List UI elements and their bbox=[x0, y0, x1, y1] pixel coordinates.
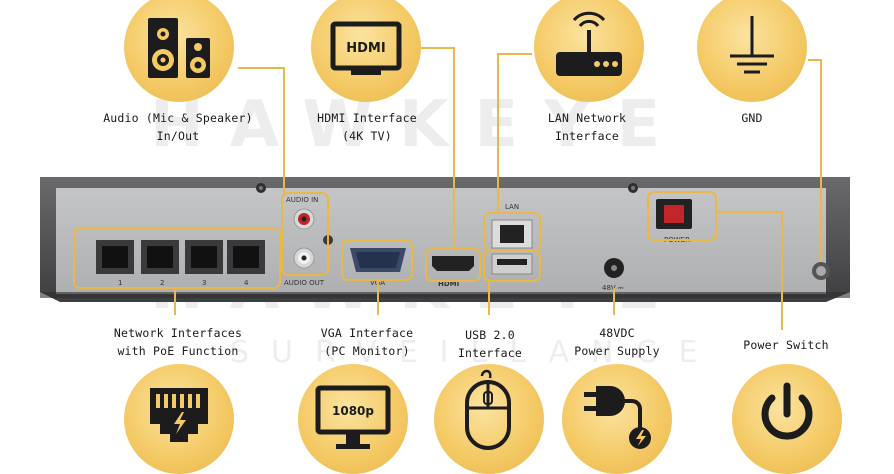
usb-label-line2: Interface bbox=[457, 346, 523, 360]
power-supply-label-line2: Power Supply bbox=[574, 344, 660, 358]
vga-label-line2: (PC Monitor) bbox=[324, 344, 410, 358]
hdmi-callout-label: HDMI Interface (4K TV) bbox=[300, 109, 434, 145]
hdmi-label-line2: (4K TV) bbox=[342, 129, 392, 143]
lan-callout-label: LAN Network Interface bbox=[524, 109, 650, 145]
power-supply-icon-circle bbox=[562, 364, 672, 474]
power-switch-icon-circle bbox=[732, 364, 842, 474]
audio-out-label: AUDIO OUT bbox=[284, 279, 325, 287]
audio-in-label: AUDIO IN bbox=[286, 196, 319, 204]
network-icon-circle bbox=[124, 364, 234, 474]
speaker-icon bbox=[148, 18, 210, 78]
lan-label-line1: LAN Network bbox=[547, 111, 627, 125]
hdmi-tv-icon: HDMI bbox=[330, 21, 402, 75]
gnd-icon-circle bbox=[697, 0, 807, 102]
monitor-icon-text: 1080p bbox=[332, 404, 374, 418]
network-label-line2: with PoE Function bbox=[117, 344, 239, 358]
gnd-label-line1: GND bbox=[741, 111, 763, 125]
network-label-line1: Network Interfaces bbox=[113, 326, 243, 340]
usb-callout-label: USB 2.0 Interface bbox=[440, 326, 540, 362]
power-icon bbox=[761, 382, 813, 440]
hdmi-icon-circle: HDMI bbox=[311, 0, 421, 102]
hdmi-port bbox=[432, 256, 474, 271]
hdmi-label: HDMI bbox=[438, 280, 460, 288]
monitor-icon: 1080p bbox=[315, 385, 391, 449]
audio-label-line1: Audio (Mic & Speaker) bbox=[103, 111, 253, 125]
gnd-callout-label: GND bbox=[712, 109, 792, 127]
power-switch-callout-label: Power Switch bbox=[726, 336, 846, 354]
vga-label-line1: VGA Interface bbox=[320, 326, 414, 340]
rj45-port-group bbox=[96, 240, 265, 274]
router-icon bbox=[556, 11, 622, 76]
audio-label-line2: In/Out bbox=[156, 129, 200, 143]
network-callout-label: Network Interfaces with PoE Function bbox=[96, 324, 260, 360]
power-supply-callout-label: 48VDC Power Supply bbox=[560, 324, 674, 360]
audio-icon-circle bbox=[124, 0, 234, 102]
ethernet-poe-icon bbox=[150, 388, 208, 442]
hdmi-label-line1: HDMI Interface bbox=[317, 111, 417, 125]
usb-label-line1: USB 2.0 bbox=[465, 328, 515, 342]
vga-callout-label: VGA Interface (PC Monitor) bbox=[300, 324, 434, 360]
power-switch-label-line1: Power Switch bbox=[743, 338, 829, 352]
mouse-icon bbox=[465, 369, 511, 450]
dc-label: 48V ⎓ bbox=[602, 284, 624, 292]
hdmi-icon-text: HDMI bbox=[346, 41, 385, 56]
port-number: 1 bbox=[118, 279, 123, 287]
port-number: 2 bbox=[160, 279, 165, 287]
power-plug-icon bbox=[584, 386, 651, 449]
ground-icon bbox=[730, 16, 774, 74]
port-number: 3 bbox=[202, 279, 207, 287]
power-supply-label-line1: 48VDC bbox=[599, 326, 635, 340]
lan-icon-circle bbox=[534, 0, 644, 102]
audio-callout-label: Audio (Mic & Speaker) In/Out bbox=[96, 109, 260, 145]
lan-label-line2: Interface bbox=[554, 129, 620, 143]
usb-icon-circle bbox=[434, 364, 544, 474]
lan-label: LAN bbox=[505, 203, 520, 211]
vga-icon-circle: 1080p bbox=[298, 364, 408, 474]
port-number: 4 bbox=[244, 279, 249, 287]
